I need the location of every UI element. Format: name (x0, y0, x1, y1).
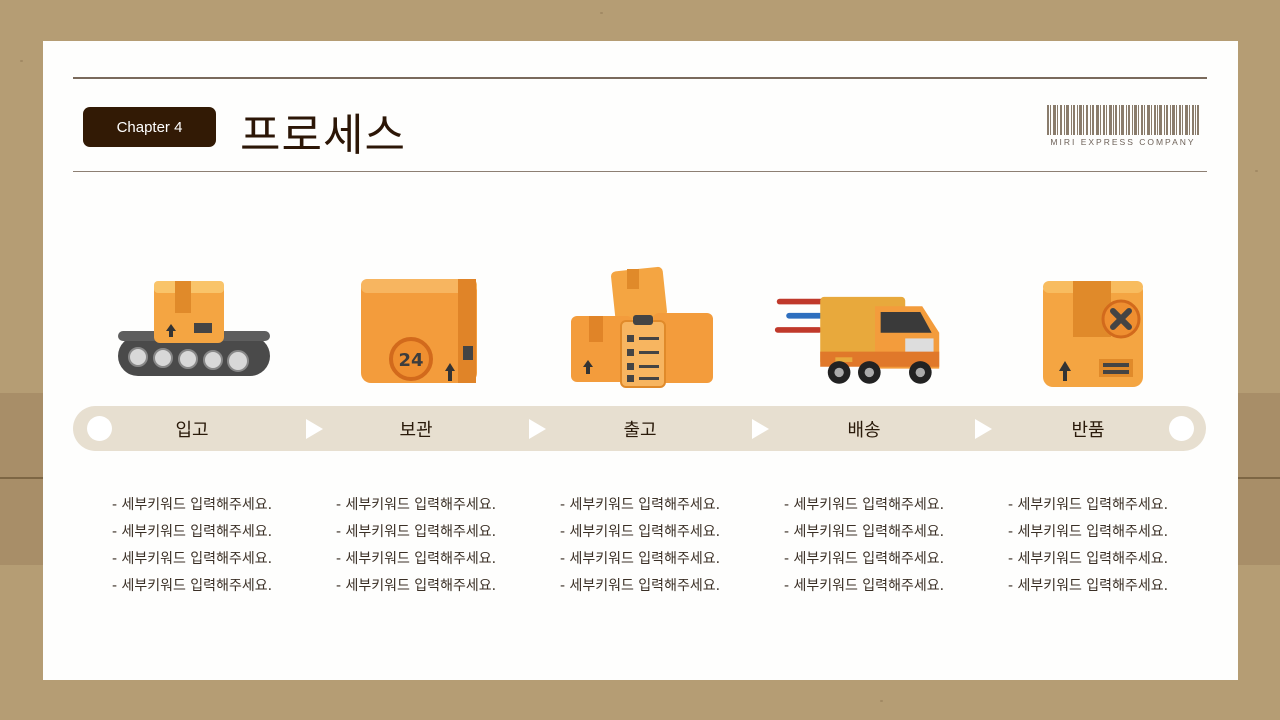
step-description-3: - 세부키워드 입력해주세요. - 세부키워드 입력해주세요. - 세부키워드 … (528, 492, 752, 600)
process-bar: 입고 보관 출고 배송 반품 (73, 406, 1206, 451)
paper-speck (600, 12, 603, 14)
step-label-4: 배송 (847, 419, 881, 441)
header-bottom-rule (73, 171, 1207, 172)
description-line: - 세부키워드 입력해주세요. (783, 551, 945, 567)
end-dot-icon (1169, 416, 1194, 441)
header-top-rule (73, 77, 1207, 79)
description-line: - 세부키워드 입력해주세요. (1007, 497, 1169, 513)
conveyor-box-icon (118, 281, 270, 376)
description-line: - 세부키워드 입력해주세요. (111, 524, 273, 540)
description-line: - 세부키워드 입력해주세요. (559, 551, 721, 567)
return-box-icon (1043, 281, 1143, 387)
barcode-icon (1047, 105, 1199, 135)
description-line: - 세부키워드 입력해주세요. (1007, 524, 1169, 540)
paper-speck (1255, 170, 1258, 172)
step-label-1: 입고 (175, 419, 209, 441)
step-label-2: 보관 (399, 419, 433, 441)
description-line: - 세부키워드 입력해주세요. (783, 524, 945, 540)
description-line: - 세부키워드 입력해주세요. (559, 497, 721, 513)
description-line: - 세부키워드 입력해주세요. (559, 578, 721, 594)
svg-text:24: 24 (398, 350, 423, 371)
24h-box-icon: 24 (361, 279, 477, 383)
chapter-badge-label: Chapter 4 (116, 118, 183, 136)
step-label-5: 반품 (1071, 419, 1105, 441)
boxes-checklist-icon (571, 266, 713, 388)
description-line: - 세부키워드 입력해주세요. (111, 551, 273, 567)
arrow-right-icon (306, 419, 323, 439)
start-dot-icon (87, 416, 112, 441)
description-line: - 세부키워드 입력해주세요. (783, 497, 945, 513)
step-label-3: 출고 (623, 419, 657, 441)
delivery-truck-icon (774, 296, 940, 384)
description-line: - 세부키워드 입력해주세요. (335, 551, 497, 567)
step-description-5: - 세부키워드 입력해주세요. - 세부키워드 입력해주세요. - 세부키워드 … (976, 492, 1200, 600)
step-description-4: - 세부키워드 입력해주세요. - 세부키워드 입력해주세요. - 세부키워드 … (752, 492, 976, 600)
step-description-2: - 세부키워드 입력해주세요. - 세부키워드 입력해주세요. - 세부키워드 … (304, 492, 528, 600)
description-line: - 세부키워드 입력해주세요. (1007, 551, 1169, 567)
description-line: - 세부키워드 입력해주세요. (335, 524, 497, 540)
arrow-right-icon (975, 419, 992, 439)
paper-speck (880, 700, 883, 702)
company-name: MIRI EXPRESS COMPANY (1050, 137, 1196, 147)
description-line: - 세부키워드 입력해주세요. (335, 497, 497, 513)
description-line: - 세부키워드 입력해주세요. (111, 497, 273, 513)
page-title: 프로세스 (240, 110, 406, 161)
description-line: - 세부키워드 입력해주세요. (783, 578, 945, 594)
paper-speck (20, 60, 23, 62)
description-line: - 세부키워드 입력해주세요. (1007, 578, 1169, 594)
slide-card: Chapter 4 프로세스 MIRI EXPRESS COMPANY (43, 41, 1238, 680)
description-line: - 세부키워드 입력해주세요. (111, 578, 273, 594)
arrow-right-icon (529, 419, 546, 439)
arrow-right-icon (752, 419, 769, 439)
step-description-1: - 세부키워드 입력해주세요. - 세부키워드 입력해주세요. - 세부키워드 … (80, 492, 304, 600)
chapter-badge: Chapter 4 (83, 107, 216, 147)
description-line: - 세부키워드 입력해주세요. (559, 524, 721, 540)
description-line: - 세부키워드 입력해주세요. (335, 578, 497, 594)
